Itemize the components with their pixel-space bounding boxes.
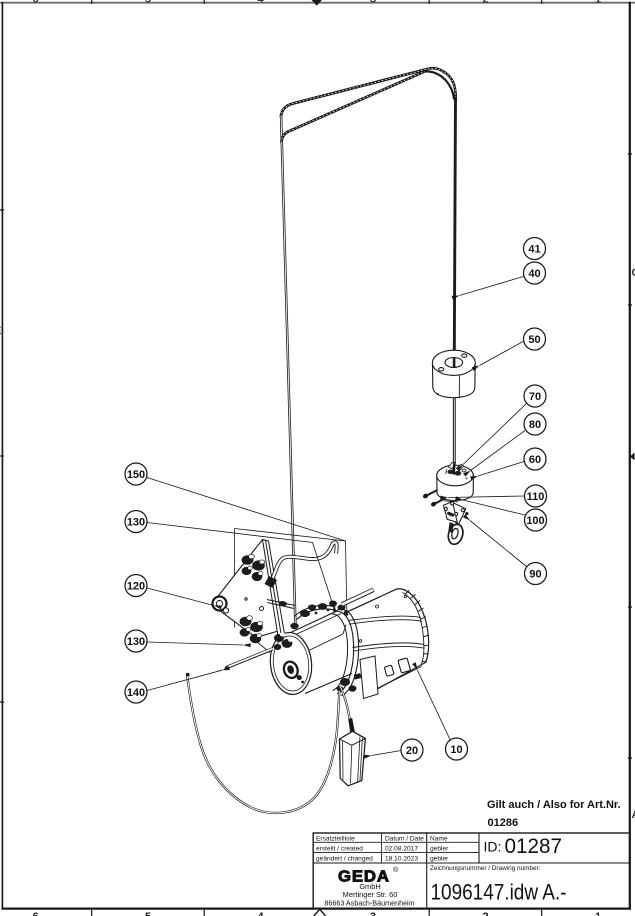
svg-text:Zeichnungsnummer / Drawing num: Zeichnungsnummer / Drawing number: [430,865,541,872]
svg-text:E: E [0,325,1,337]
svg-text:GmbH: GmbH [359,882,380,891]
svg-text:GEDA: GEDA [338,868,390,885]
svg-text:4: 4 [257,0,264,6]
svg-text:1: 1 [595,0,601,6]
svg-text:®: ® [393,866,399,874]
svg-text:erstellt / created: erstellt / created [316,845,363,852]
svg-text:geändert / changed: geändert / changed [316,856,373,863]
svg-text:4: 4 [257,911,264,916]
svg-text:3: 3 [370,0,376,6]
svg-text:2: 2 [482,911,488,916]
svg-text:80: 80 [529,419,541,431]
svg-text:gebler: gebler [430,856,449,863]
svg-text:86663 Asbach-Bäumenheim: 86663 Asbach-Bäumenheim [324,899,414,908]
svg-text:01287: 01287 [505,834,563,858]
svg-text:Name: Name [430,835,448,842]
svg-text:140: 140 [127,687,145,699]
svg-text:1096147.idw A.-: 1096147.idw A.- [431,880,567,905]
svg-text:110: 110 [527,491,545,503]
svg-text:A: A [632,809,635,821]
svg-text:60: 60 [529,454,541,466]
svg-text:6: 6 [32,0,38,6]
svg-text:150: 150 [127,469,145,481]
svg-text:5: 5 [145,0,151,6]
svg-text:Ersatzteilliste: Ersatzteilliste [316,835,355,842]
svg-text:130: 130 [127,517,145,529]
svg-text:90: 90 [529,569,541,581]
svg-text:Datum / Date: Datum / Date [385,835,424,842]
svg-text:ID:: ID: [484,839,502,855]
svg-text:50: 50 [528,334,540,346]
svg-text:40: 40 [528,268,540,280]
svg-text:20: 20 [406,745,418,757]
svg-text:Mertinger Str. 60: Mertinger Str. 60 [343,890,398,899]
svg-text:Gilt auch / Also for Art.Nr.: Gilt auch / Also for Art.Nr. [487,799,621,811]
svg-text:2: 2 [482,0,488,6]
svg-text:10: 10 [450,744,462,756]
svg-text:C: C [632,267,635,279]
svg-text:130: 130 [127,636,145,648]
svg-text:5: 5 [145,911,151,916]
svg-text:18.10.2023: 18.10.2023 [385,856,418,863]
svg-text:41: 41 [528,244,540,256]
svg-text:3: 3 [370,911,376,916]
svg-text:6: 6 [32,911,38,916]
svg-text:gebler: gebler [430,845,449,852]
svg-text:02.08.2017: 02.08.2017 [385,845,418,852]
svg-text:1: 1 [595,911,601,916]
svg-text:70: 70 [529,391,541,403]
svg-text:01286: 01286 [488,817,519,829]
svg-text:100: 100 [526,515,544,527]
svg-text:120: 120 [127,581,145,593]
